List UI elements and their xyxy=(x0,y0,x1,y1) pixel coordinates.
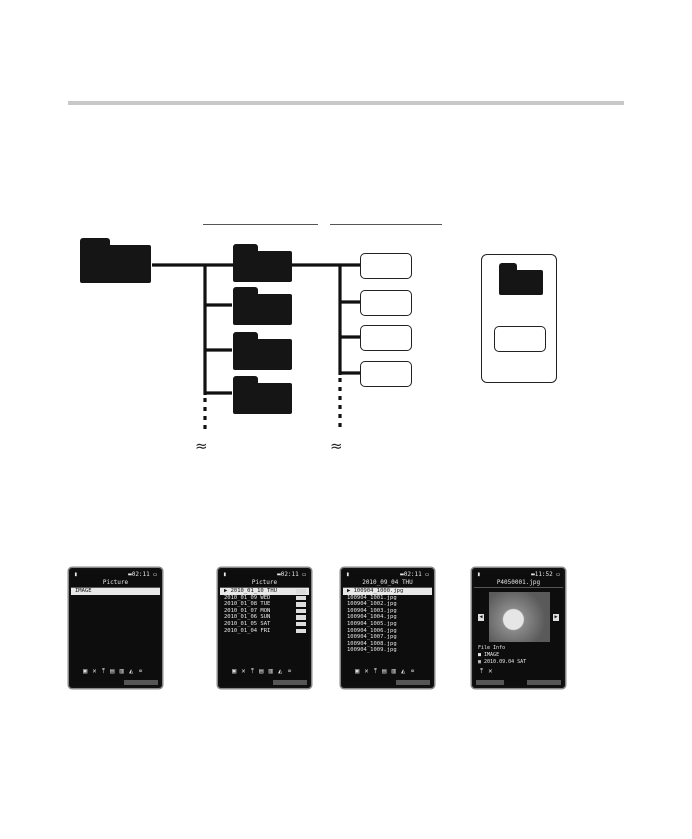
column-header-file xyxy=(330,224,442,225)
root-folder-icon xyxy=(80,238,151,283)
top-rule xyxy=(68,101,624,105)
list-item[interactable]: 2010_01_05 SAT xyxy=(220,621,309,628)
list-item[interactable]: IMAGE xyxy=(71,588,160,595)
legend-folder-icon xyxy=(499,263,543,295)
list-item[interactable]: 100904_1001.jpg xyxy=(347,594,397,601)
calendar-icon: ▦ xyxy=(478,659,485,665)
softkey-bar xyxy=(124,680,158,685)
file-icon xyxy=(360,325,412,351)
file-info-folder: ■ IMAGE xyxy=(478,652,500,658)
next-arrow-icon[interactable]: ▶ xyxy=(553,614,559,621)
column-header-folder xyxy=(203,224,318,225)
softkey-bar-left xyxy=(476,680,504,685)
continuation-icon: ≈ xyxy=(195,437,208,455)
list-item[interactable]: 2010_01_06 SUN xyxy=(220,614,309,621)
device-screen-files: ▮▬02:11 ▭ 2010_09_04 THU ▶ 100904_1000.j… xyxy=(341,568,434,688)
list-item[interactable]: 100904_1008.jpg xyxy=(347,640,397,647)
list-item[interactable]: 2010_01_09 WED xyxy=(220,595,309,602)
date-folder-icon xyxy=(233,287,292,325)
status-bar: ▮▬02:11 ▭ xyxy=(223,570,306,578)
screen-title: Picture xyxy=(220,578,309,588)
list-item[interactable]: ▶ 100904_1000.jpg xyxy=(343,588,432,595)
legend-box xyxy=(481,254,557,383)
list-item[interactable]: 2010_01_08 TUE xyxy=(220,601,309,608)
softkey-bar xyxy=(527,680,561,685)
device-screen-root: ▮▬02:11 ▭ Picture IMAGE ▣ ✕ ⤒ ▤ ▥ ◭ ∝ xyxy=(69,568,162,688)
file-info-date: ▦ 2010.09.04 SAT xyxy=(478,659,527,665)
list-item[interactable]: 2010_01_04 FRI xyxy=(220,628,309,635)
softkey-bar xyxy=(273,680,307,685)
toolbar-icons: ⤒ ✕ xyxy=(480,667,494,675)
toolbar-icons: ▣ ✕ ⤒ ▤ ▥ ◭ ∝ xyxy=(232,667,293,675)
date-folder-icon xyxy=(233,332,292,370)
list-item[interactable]: 100904_1002.jpg xyxy=(347,601,397,608)
softkey-bar xyxy=(396,680,430,685)
image-preview xyxy=(489,592,550,642)
date-folder-icon xyxy=(233,244,292,282)
file-info-label: File Info xyxy=(478,645,506,651)
date-folder-icon xyxy=(233,376,292,414)
screen-title: Picture xyxy=(71,578,160,588)
toolbar-icons: ▣ ✕ ⤒ ▤ ▥ ◭ ∝ xyxy=(355,667,416,675)
list-item[interactable]: 100904_1003.jpg xyxy=(347,607,397,614)
list-item[interactable]: 100904_1009.jpg xyxy=(347,647,397,654)
list-item[interactable]: 100904_1007.jpg xyxy=(347,634,397,641)
list-item[interactable]: ▶ 2010_01_10 THU xyxy=(220,588,309,595)
file-icon xyxy=(360,290,412,316)
legend-file-icon xyxy=(494,326,546,352)
screen-title: 2010_09_04 THU xyxy=(343,578,432,588)
toolbar-icons: ▣ ✕ ⤒ ▤ ▥ ◭ ∝ xyxy=(83,667,144,675)
continuation-icon: ≈ xyxy=(330,437,343,455)
status-bar: ▮▬02:11 ▭ xyxy=(346,570,429,578)
device-screen-image-view: ▮▬11:52 ▭ P4050001.jpg ◀ ▶ File Info ■ I… xyxy=(472,568,565,688)
list-item[interactable]: 100904_1005.jpg xyxy=(347,620,397,627)
device-screen-date-folders: ▮▬02:11 ▭ Picture ▶ 2010_01_10 THU 2010_… xyxy=(218,568,311,688)
file-icon xyxy=(360,361,412,387)
list-item[interactable]: 2010_01_07 MON xyxy=(220,608,309,615)
list-item[interactable]: 100904_1006.jpg xyxy=(347,627,397,634)
status-bar: ▮▬11:52 ▭ xyxy=(477,570,560,578)
screen-title: P4050001.jpg xyxy=(474,578,563,588)
prev-arrow-icon[interactable]: ◀ xyxy=(478,614,484,621)
folder-icon: ■ xyxy=(478,652,485,658)
list-item[interactable]: 100904_1004.jpg xyxy=(347,614,397,621)
status-bar: ▮▬02:11 ▭ xyxy=(74,570,157,578)
file-icon xyxy=(360,253,412,279)
